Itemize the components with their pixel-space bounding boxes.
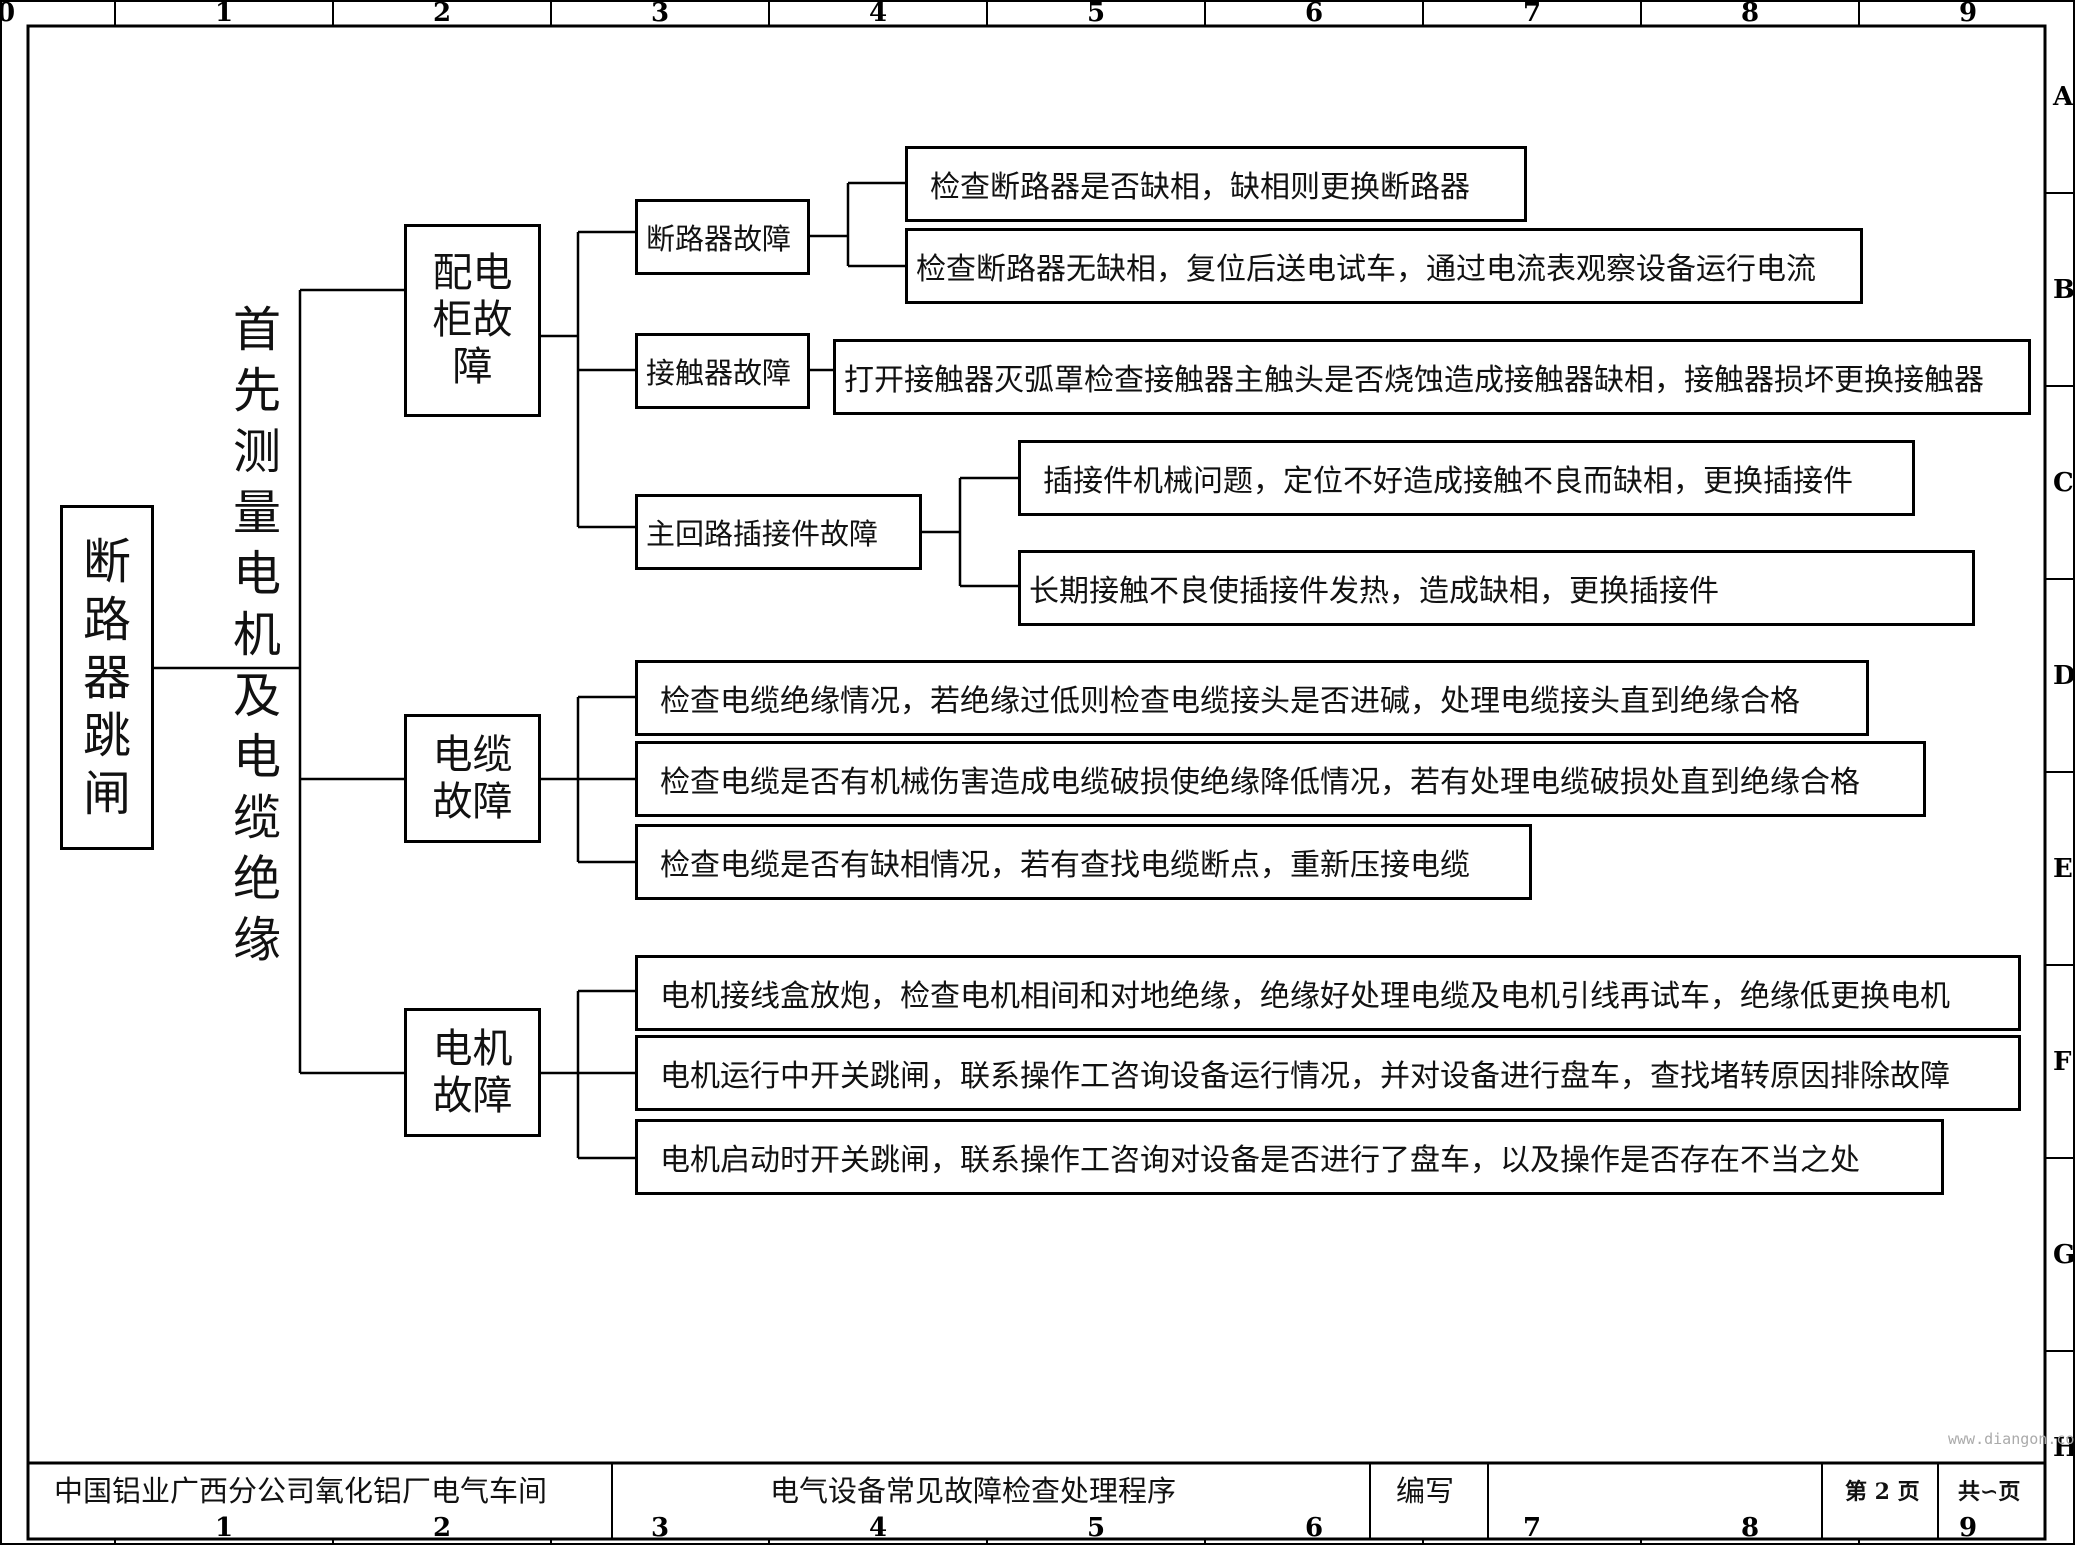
action-motor-2: 电机运行中开关跳闸，联系操作工咨询设备运行情况，并对设备进行盘车，查找堵转原因排…: [635, 1035, 2021, 1111]
ruler-row-b: B: [2053, 275, 2075, 305]
ruler-col-8-bottom: 8: [1740, 1513, 1760, 1543]
ruler-col-2-bottom: 2: [432, 1513, 452, 1543]
ruler-col-0: 0: [0, 0, 16, 28]
ruler-row-d: D: [2053, 661, 2075, 691]
ruler-col-7-bottom: 7: [1522, 1513, 1542, 1543]
ruler-row-g: G: [2053, 1240, 2075, 1270]
category-switchgear: 配电柜故障: [404, 224, 541, 417]
title-document: 电气设备常见故障检查处理程序: [770, 1474, 1177, 1508]
root-node-label: 断路器跳闸: [82, 533, 131, 822]
ruler-col-8: 8: [1740, 0, 1760, 28]
ruler-col-9: 9: [1958, 0, 1978, 28]
action-breaker-2: 检查断路器无缺相，复位后送电试车，通过电流表观察设备运行电流: [905, 228, 1863, 304]
action-cable-3: 检查电缆是否有缺相情况，若有查找电缆断点，重新压接电缆: [635, 824, 1532, 900]
action-cable-1: 检查电缆绝缘情况，若绝缘过低则检查电缆接头是否进碱，处理电缆接头直到绝缘合格: [635, 660, 1869, 736]
category-cable-label: 电缆故障: [432, 731, 513, 825]
ruler-col-6: 6: [1304, 0, 1324, 28]
ruler-col-9-bottom: 9: [1958, 1513, 1978, 1543]
inner-border: [26, 24, 2047, 1541]
ruler-col-3-bottom: 3: [650, 1513, 670, 1543]
ruler-row-c: C: [2053, 468, 2074, 498]
first-step-caption: 首先测量电机及电缆绝缘: [232, 302, 281, 968]
ruler-col-2: 2: [432, 0, 452, 28]
ruler-col-5: 5: [1086, 0, 1106, 28]
sub-breaker-fault: 断路器故障: [635, 199, 810, 275]
title-total: 共∽页: [1958, 1479, 2021, 1505]
action-connector-1: 插接件机械问题，定位不好造成接触不良而缺相，更换插接件: [1018, 440, 1915, 516]
title-company: 中国铝业广西分公司氧化铝厂电气车间: [54, 1474, 548, 1508]
action-contactor-1: 打开接触器灭弧罩检查接触器主触头是否烧蚀造成接触器缺相，接触器损坏更换接触器: [833, 339, 2031, 415]
ruler-row-h: H: [2053, 1433, 2075, 1463]
ruler-col-1-bottom: 1: [214, 1513, 234, 1543]
ruler-col-4-bottom: 4: [868, 1513, 888, 1543]
ruler-col-7: 7: [1522, 0, 1542, 28]
root-node: 断路器跳闸: [60, 505, 154, 850]
action-connector-2: 长期接触不良使插接件发热，造成缺相，更换插接件: [1018, 550, 1975, 626]
category-switchgear-label: 配电柜故障: [432, 250, 513, 390]
ruler-row-a: A: [2053, 82, 2074, 112]
ruler-row-e: E: [2053, 854, 2073, 884]
category-motor: 电机故障: [404, 1008, 541, 1137]
title-author-label: 编写: [1396, 1474, 1455, 1508]
title-page: 第 2 页: [1845, 1479, 1920, 1505]
ruler-col-1: 1: [214, 0, 234, 28]
category-motor-label: 电机故障: [432, 1025, 513, 1119]
sub-connector-fault: 主回路插接件故障: [635, 494, 922, 570]
ruler-col-4: 4: [868, 0, 888, 28]
sub-contactor-fault: 接触器故障: [635, 333, 810, 409]
ruler-col-3: 3: [650, 0, 670, 28]
watermark: www.diangon.com: [1948, 1430, 2075, 1448]
action-motor-1: 电机接线盒放炮，检查电机相间和对地绝缘，绝缘好处理电缆及电机引线再试车，绝缘低更…: [635, 955, 2021, 1031]
action-cable-2: 检查电缆是否有机械伤害造成电缆破损使绝缘降低情况，若有处理电缆破损处直到绝缘合格: [635, 741, 1926, 817]
ruler-row-f: F: [2053, 1047, 2072, 1077]
action-breaker-1: 检查断路器是否缺相，缺相则更换断路器: [905, 146, 1527, 222]
action-motor-3: 电机启动时开关跳闸，联系操作工咨询对设备是否进行了盘车，以及操作是否存在不当之处: [635, 1119, 1944, 1195]
ruler-col-6-bottom: 6: [1304, 1513, 1324, 1543]
ruler-col-5-bottom: 5: [1086, 1513, 1106, 1543]
category-cable: 电缆故障: [404, 714, 541, 843]
